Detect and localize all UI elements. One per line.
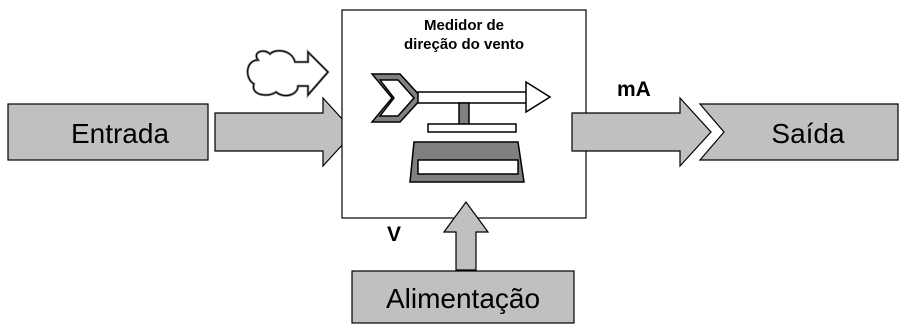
output-arrow <box>571 96 712 168</box>
input-block <box>7 103 209 161</box>
wind-cloud-icon <box>246 48 330 99</box>
wind-vane-icon <box>370 73 552 183</box>
output-block <box>698 103 899 161</box>
power-arrow <box>442 200 490 271</box>
power-unit-label: V <box>387 223 401 246</box>
wind-cloud-outline-icon <box>247 50 329 97</box>
power-label: Alimentação <box>386 283 540 314</box>
input-arrow <box>214 96 355 168</box>
output-unit-label: mA <box>617 78 651 101</box>
output-label: Saída <box>771 118 845 149</box>
power-block <box>351 270 575 324</box>
input-label: Entrada <box>71 118 169 149</box>
meter-title-line2: direção do vento <box>404 36 524 53</box>
meter-title-line1: Medidor de <box>424 17 504 34</box>
